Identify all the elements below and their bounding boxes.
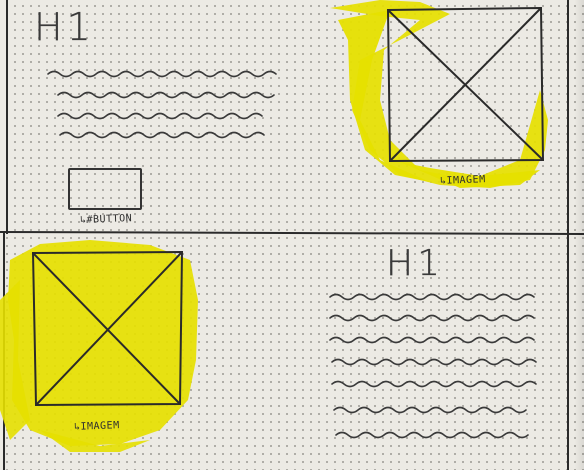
highlighter-blob-top	[330, 0, 548, 188]
button-caption: ↳#BUTTON	[79, 213, 133, 226]
text-lines-top	[47, 70, 277, 139]
bottom-heading: H1	[386, 243, 444, 284]
top-border	[6, 0, 8, 234]
image-caption-top: ↳IMAGEM	[439, 174, 486, 187]
top-heading: H1	[34, 5, 95, 49]
crossed-box-icon	[31, 250, 184, 407]
highlighter-blob-bottom	[0, 240, 198, 452]
crossed-box-icon	[386, 6, 545, 163]
right-border	[567, 0, 569, 470]
text-lines-bottom	[329, 293, 537, 439]
button-placeholder[interactable]	[68, 168, 142, 210]
image-caption-bottom: ↳IMAGEM	[73, 420, 120, 433]
paper-shadow	[574, 0, 584, 470]
